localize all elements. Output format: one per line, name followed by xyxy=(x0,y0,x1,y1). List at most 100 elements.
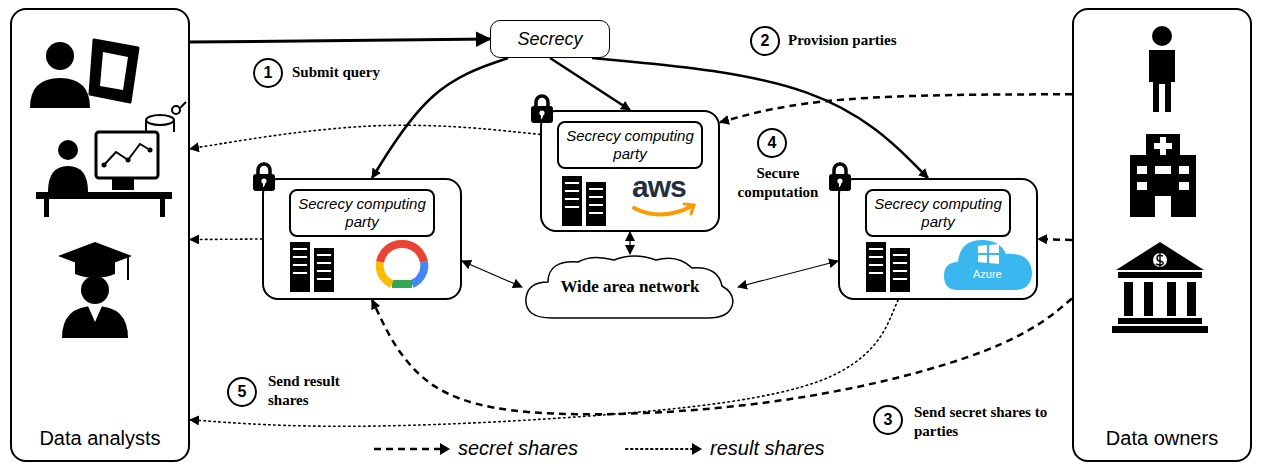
hospital-icon-part xyxy=(1155,166,1171,174)
result-share-arrow xyxy=(190,300,898,426)
bank-icon-part xyxy=(1112,326,1208,333)
node-text: Secrecy computing party xyxy=(289,189,435,237)
person-icon xyxy=(1149,26,1175,112)
hospital-icon-part xyxy=(1155,196,1171,217)
lock-icon-part xyxy=(253,164,275,191)
legend-item: result shares xyxy=(624,437,825,460)
cloud-shape xyxy=(526,256,733,318)
callout-number: 3 xyxy=(873,405,903,435)
google-cloud-logo-part xyxy=(392,280,412,288)
node-text: Data owners xyxy=(1106,427,1218,450)
graduate-icon-part xyxy=(75,262,115,278)
bank-icon xyxy=(1112,242,1208,333)
analyst-laptop-icon-part xyxy=(90,40,138,102)
server-icon-part xyxy=(866,242,910,292)
hospital-icon xyxy=(1130,134,1196,217)
analyst-desk-icon xyxy=(36,102,186,217)
service-box: Secrecy xyxy=(490,20,610,58)
hospital-icon-part xyxy=(1146,134,1180,160)
analyst-laptop-icon xyxy=(30,40,138,108)
azure-logo xyxy=(944,240,1032,290)
google-cloud-logo-part xyxy=(380,262,392,284)
node-text: Wide area network xyxy=(560,277,699,297)
flow-arrow xyxy=(190,39,490,42)
group-panel: Data owners xyxy=(1072,8,1252,462)
bank-icon-part xyxy=(1124,282,1133,316)
step-label: Send secret shares to parties xyxy=(914,403,1064,441)
graduate-icon xyxy=(58,242,132,338)
hospital-icon-part xyxy=(1137,166,1147,174)
azure-logo-part xyxy=(944,240,1032,290)
lock-icon-part xyxy=(829,164,851,191)
group-panel: Data analysts xyxy=(10,8,190,462)
analyst-desk-icon-part xyxy=(102,163,107,168)
legend-text: secret shares xyxy=(458,437,578,460)
flow-arrow xyxy=(372,58,508,178)
analyst-desk-icon-part xyxy=(180,102,186,108)
node-text: Secrecy xyxy=(517,29,582,50)
legend-text: result shares xyxy=(710,437,825,460)
analyst-desk-icon-part xyxy=(148,148,153,153)
flow-arrow xyxy=(462,261,522,287)
hospital-icon-part xyxy=(1137,182,1147,190)
analyst-desk-icon-part xyxy=(36,192,172,199)
legend: secret shares result shares xyxy=(372,437,871,460)
person-icon-part xyxy=(1152,26,1172,46)
legend-sample xyxy=(372,441,452,457)
result-share-arrow xyxy=(190,238,262,240)
node-text: Secrecy computing party xyxy=(865,189,1011,237)
secret-share-arrow xyxy=(720,94,1072,122)
bank-icon-part xyxy=(1118,318,1202,324)
bank-icon-part xyxy=(1167,282,1176,316)
analyst-desk-icon-part xyxy=(112,178,134,190)
analyst-laptop-icon-part xyxy=(100,52,128,90)
google-cloud-logo-part xyxy=(402,244,424,262)
secret-share-arrow xyxy=(1038,238,1072,241)
callout-number: 2 xyxy=(750,26,780,56)
step-label: Send result shares xyxy=(268,372,364,410)
server-icon-part xyxy=(562,176,606,226)
party-box: Secrecy computing party xyxy=(838,178,1038,300)
logo-text: aws xyxy=(632,170,686,204)
analyst-desk-icon-part xyxy=(172,106,180,114)
bank-icon-part xyxy=(1116,242,1204,270)
party-box: Secrecy computing party xyxy=(262,178,462,300)
result-share-arrow xyxy=(190,125,540,148)
analyst-desk-icon-part xyxy=(160,199,165,217)
graduate-icon-part xyxy=(127,257,129,280)
bank-icon-part xyxy=(1144,282,1153,316)
flow-arrow xyxy=(550,58,630,110)
node-text: Secrecy computing party xyxy=(557,121,703,169)
legend-line xyxy=(626,448,694,450)
analyst-desk-icon-part xyxy=(126,158,131,163)
node-text: Data analysts xyxy=(39,427,160,450)
analyst-laptop-icon-part xyxy=(46,42,74,70)
legend-line xyxy=(374,447,442,450)
analyst-desk-icon-part xyxy=(48,166,88,192)
party-box: Secrecy computing party xyxy=(540,110,720,232)
legend-item: secret shares xyxy=(372,437,578,460)
hospital-icon-part xyxy=(1154,143,1172,149)
flow-arrow xyxy=(629,232,630,254)
person-icon-part xyxy=(1149,50,1175,112)
network-cloud: Wide area network xyxy=(522,254,738,320)
graduate-icon-part xyxy=(62,306,128,338)
analyst-desk-icon-part xyxy=(146,120,174,132)
logo-text: Azure xyxy=(973,268,1002,280)
bank-icon-part xyxy=(1187,282,1196,316)
bank-icon-part xyxy=(1153,253,1167,267)
hospital-icon-part xyxy=(1130,155,1196,217)
step-label: Provision parties xyxy=(788,31,958,50)
callout-number: 1 xyxy=(253,58,283,88)
analyst-desk-icon-part xyxy=(104,144,150,165)
graduate-icon-part xyxy=(81,276,109,304)
analyst-laptop-icon-part xyxy=(30,78,90,108)
azure-logo-part xyxy=(978,244,999,264)
analyst-desk-icon-part xyxy=(44,199,49,217)
analyst-desk-icon-part xyxy=(58,140,78,160)
flow-arrow xyxy=(738,261,838,287)
aws-smile xyxy=(634,204,694,215)
aws-smile-part xyxy=(684,204,694,214)
server-icon-part xyxy=(290,242,334,292)
